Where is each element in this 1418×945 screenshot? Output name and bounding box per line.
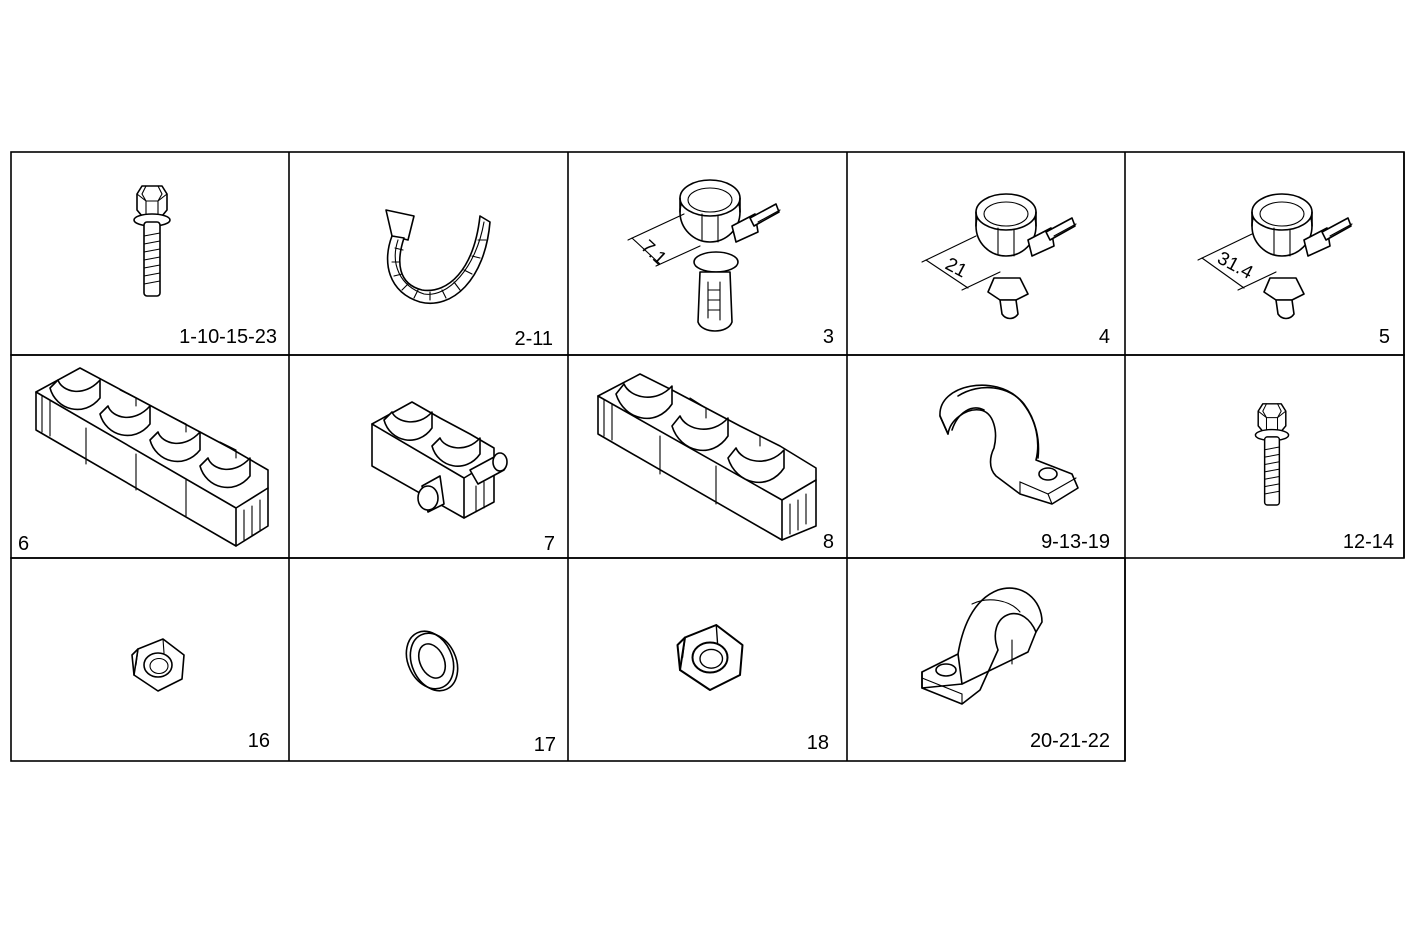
dimension-line xyxy=(627,213,701,267)
hose-clip-short-pin-icon xyxy=(975,193,1077,320)
part-label: 8 xyxy=(823,531,834,553)
dimension-value: 31.4 xyxy=(1214,248,1257,284)
part-label: 9-13-19 xyxy=(1041,531,1110,553)
flange-bolt-icon xyxy=(1254,403,1290,506)
part-label: 6 xyxy=(18,533,29,555)
part-label: 18 xyxy=(807,732,829,754)
part-label: 17 xyxy=(534,734,556,756)
part-cell-2: 2-11 xyxy=(385,209,553,350)
hose-clip-long-pin-icon xyxy=(679,179,781,332)
part-cell-14: 20-21-22 xyxy=(921,587,1110,752)
part-cell-13: 18 xyxy=(676,624,829,754)
grid-lines xyxy=(10,151,1405,762)
part-label: 20-21-22 xyxy=(1030,730,1110,752)
part-label: 1-10-15-23 xyxy=(179,326,277,348)
dimension-line xyxy=(921,235,1001,291)
hex-nut-icon xyxy=(676,624,744,691)
dimension-line xyxy=(1197,233,1277,291)
part-label: 4 xyxy=(1099,326,1110,348)
p-clamp-icon xyxy=(921,587,1043,705)
part-cell-3: 7.1 3 xyxy=(627,179,834,348)
part-cell-12: 17 xyxy=(405,630,556,756)
part-cell-9: 9-13-19 xyxy=(939,384,1110,553)
hex-nut-icon xyxy=(131,638,185,692)
part-label: 7 xyxy=(544,533,555,555)
part-cell-4: 21 4 xyxy=(921,193,1110,348)
washer-icon xyxy=(405,630,459,692)
dimension-value: 7.1 xyxy=(637,236,671,269)
part-label: 3 xyxy=(823,326,834,348)
part-cell-7: 7 xyxy=(371,401,555,555)
part-cell-1: 1-10-15-23 xyxy=(133,185,277,348)
part-label: 12-14 xyxy=(1343,531,1394,553)
dimension-value: 21 xyxy=(942,254,971,282)
part-cell-6: 6 xyxy=(18,367,269,555)
quadruple-pipe-clip-icon xyxy=(35,367,269,547)
triple-pipe-clip-icon xyxy=(597,373,817,541)
part-cell-10: 12-14 xyxy=(1254,403,1394,553)
cable-tie-icon xyxy=(385,209,491,305)
part-cell-5: 31.4 5 xyxy=(1197,193,1390,348)
p-clamp-icon xyxy=(939,384,1079,505)
part-label: 16 xyxy=(248,730,270,752)
part-label: 5 xyxy=(1379,326,1390,348)
double-pipe-clip-with-stud-icon xyxy=(371,401,508,519)
part-cell-8: 8 xyxy=(597,373,834,553)
hose-clip-short-pin-icon xyxy=(1251,193,1353,320)
flange-bolt-icon xyxy=(133,185,171,297)
part-label: 2-11 xyxy=(514,328,553,350)
part-cell-11: 16 xyxy=(131,638,270,752)
